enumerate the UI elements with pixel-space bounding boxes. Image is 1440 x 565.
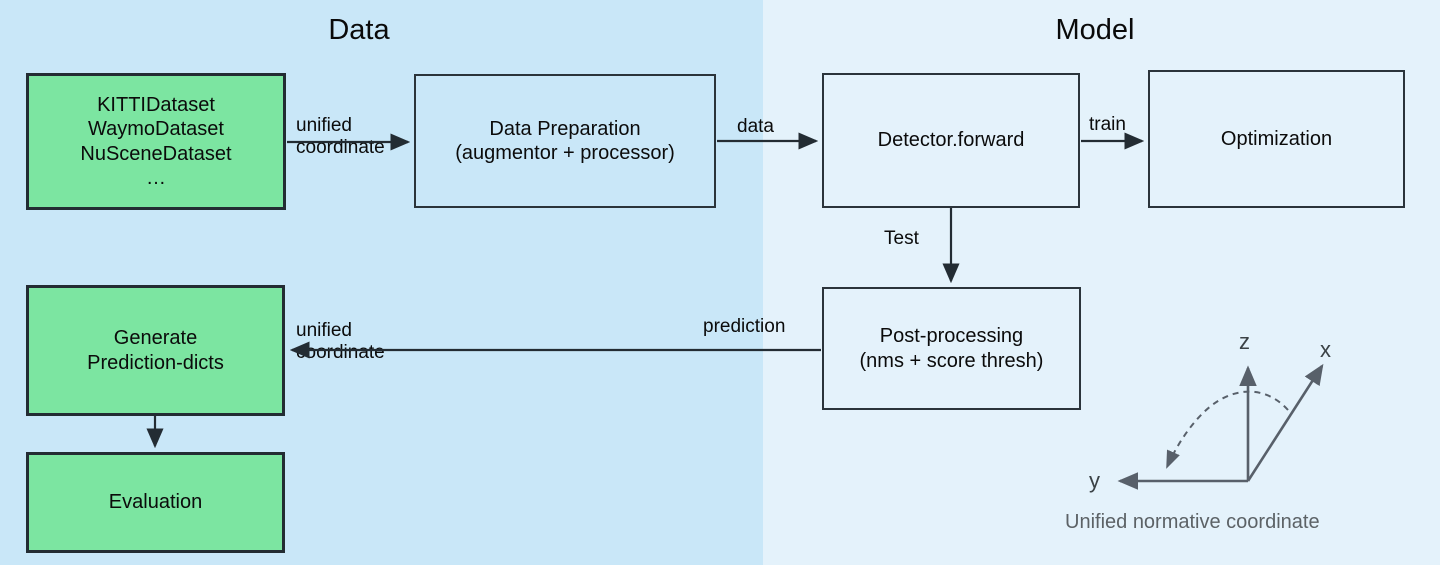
- node-datasets[interactable]: KITTIDataset WaymoDataset NuSceneDataset…: [26, 73, 286, 210]
- coordinate-frame-caption: Unified normative coordinate: [1065, 511, 1320, 533]
- node-evaluation[interactable]: Evaluation: [26, 452, 285, 553]
- axis-label-z: z: [1239, 329, 1250, 354]
- node-detector-forward[interactable]: Detector.forward: [822, 73, 1080, 208]
- axis-label-x: x: [1320, 337, 1331, 362]
- node-optimization[interactable]: Optimization: [1148, 70, 1405, 208]
- section-title-data: Data: [328, 14, 390, 46]
- node-generate-prediction-dicts[interactable]: Generate Prediction-dicts: [26, 285, 285, 416]
- node-data-preparation[interactable]: Data Preparation (augmentor + processor): [414, 74, 716, 208]
- node-post-processing[interactable]: Post-processing (nms + score thresh): [822, 287, 1081, 410]
- section-title-model: Model: [1055, 14, 1135, 46]
- edge-label-datasets-to-preparation: unified coordinate: [296, 115, 385, 159]
- edge-label-detector-to-optimization: train: [1089, 114, 1126, 135]
- edge-label-detector-to-postprocessing: Test: [884, 228, 919, 249]
- axis-label-y: y: [1089, 468, 1100, 493]
- edge-label-generate-unified-coordinate: unified coordinate: [296, 320, 385, 364]
- edge-label-preparation-to-detector: data: [737, 116, 774, 137]
- edge-label-postprocessing-to-generate: prediction: [703, 316, 786, 337]
